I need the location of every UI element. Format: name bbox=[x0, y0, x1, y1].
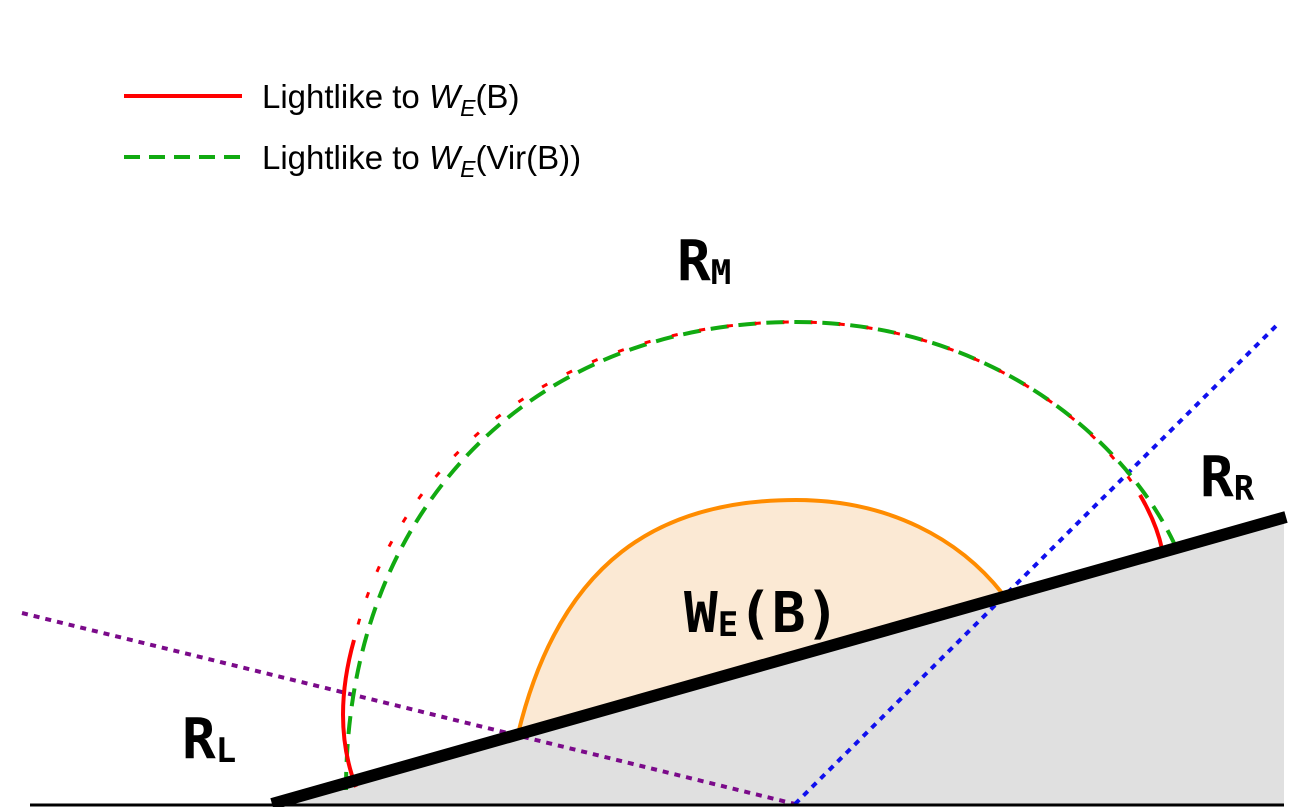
legend: Lightlike to WE(B) Lightlike to WE(Vir(B… bbox=[124, 78, 581, 182]
legend-label-dashed: Lightlike to WE(Vir(B)) bbox=[262, 139, 581, 182]
legend-label-solid: Lightlike to WE(B) bbox=[262, 78, 519, 121]
region-label-rl: RL bbox=[182, 707, 236, 772]
entanglement-wedge-boundary bbox=[516, 497, 1004, 735]
lightlike-vir-b-arc bbox=[344, 319, 1176, 791]
tilted-boundary bbox=[270, 511, 1288, 807]
region-label-rr: RR bbox=[1200, 445, 1255, 510]
blue-dotted-ray bbox=[793, 320, 1282, 806]
entanglement-wedge bbox=[518, 500, 1002, 734]
wedge-label: WE(B) bbox=[684, 581, 839, 646]
lightlike-b-arc-end bbox=[1138, 493, 1164, 550]
region-label-rm: RM bbox=[677, 229, 731, 294]
lightlike-b-arc-overlap bbox=[352, 320, 1142, 641]
lightlike-b-arc bbox=[341, 639, 358, 788]
purple-dotted-ray bbox=[21, 611, 796, 806]
